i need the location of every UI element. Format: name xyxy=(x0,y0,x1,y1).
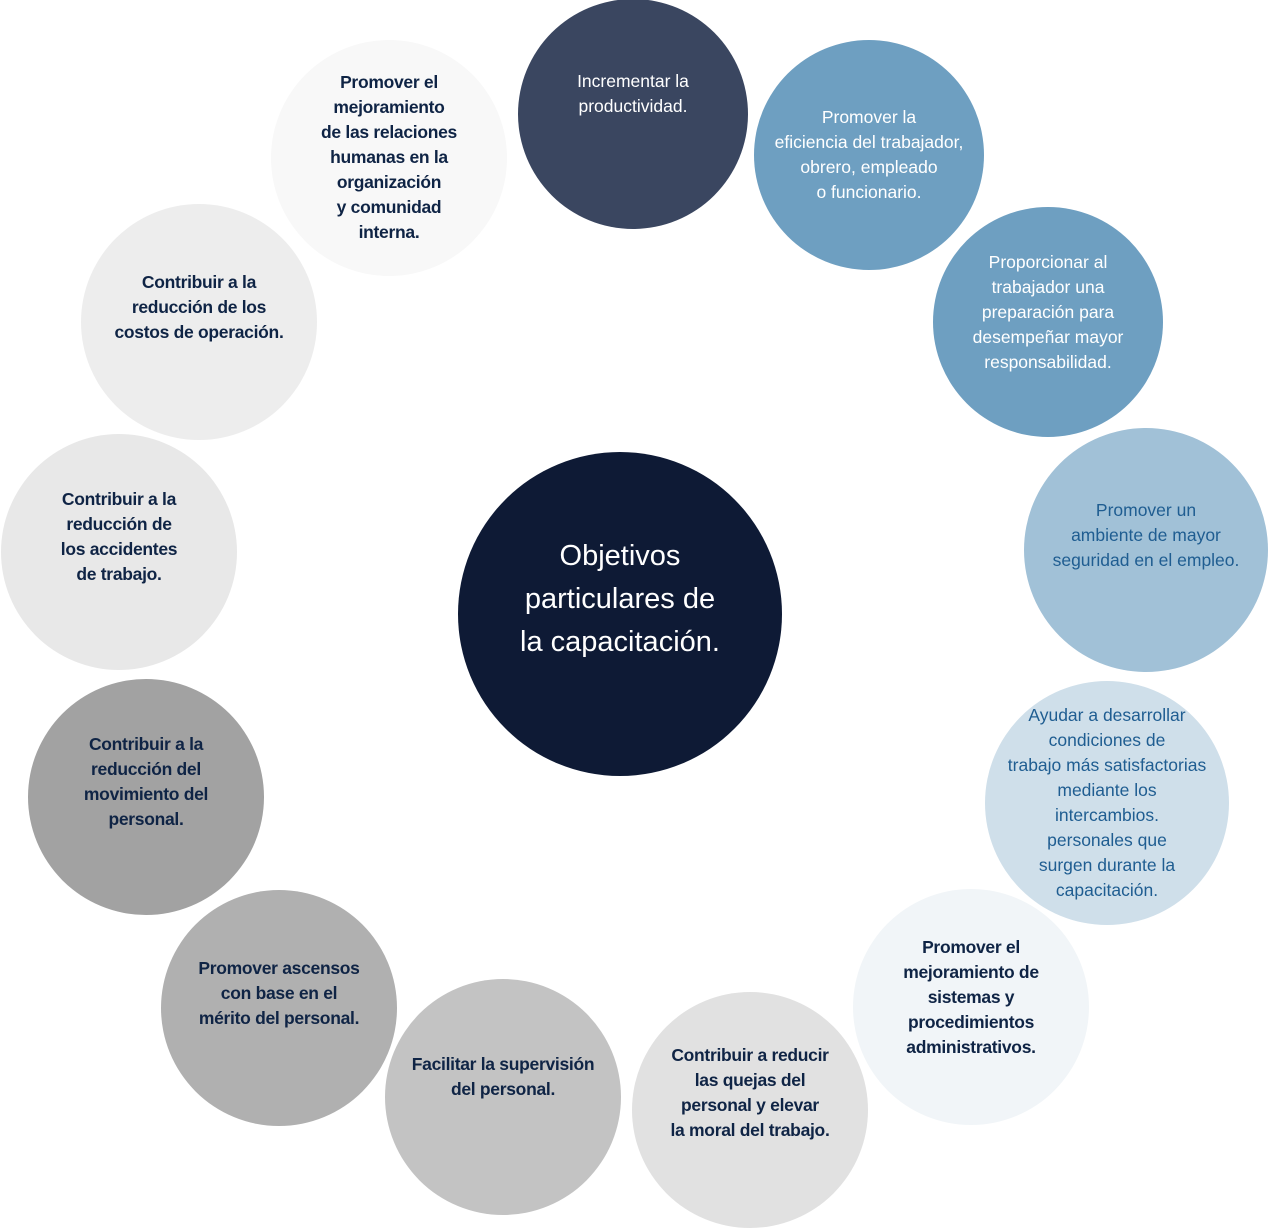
objective-node-reduce-accidents: Contribuir a la reducción de los acciden… xyxy=(1,434,237,670)
node-label: Contribuir a la reducción de los costos … xyxy=(114,271,284,342)
center-label: Objetivos particulares de la capacitació… xyxy=(520,539,720,658)
objective-node-promotions: Promover ascensos con base en el mérito … xyxy=(161,890,397,1126)
node-label: Ayudar a desarrollar condiciones de trab… xyxy=(1007,705,1207,900)
center-node-objectives: Objetivos particulares de la capacitació… xyxy=(458,452,782,776)
node-label: Promover el mejoramiento de las relacion… xyxy=(321,72,457,242)
node-label: Promover el mejoramiento de sistemas y p… xyxy=(903,936,1039,1057)
node-label: Contribuir a la reducción de los acciden… xyxy=(60,489,178,584)
objective-node-worker-efficiency: Promover la eficiencia del trabajador, o… xyxy=(754,40,984,270)
node-label: Promover ascensos con base en el mérito … xyxy=(198,957,360,1028)
node-label: Incrementar la productividad. xyxy=(577,71,689,116)
node-label: Contribuir a la reducción del movimiento… xyxy=(83,734,209,829)
objective-node-job-security: Promover un ambiente de mayor seguridad … xyxy=(1024,428,1268,672)
node-label: Promover la eficiencia del trabajador, o… xyxy=(774,107,964,202)
objective-node-working-conditions: Ayudar a desarrollar condiciones de trab… xyxy=(985,681,1229,925)
node-label: Promover un ambiente de mayor seguridad … xyxy=(1052,499,1240,570)
node-label: Facilitar la supervisión del personal. xyxy=(411,1054,595,1099)
objective-node-admin-systems: Promover el mejoramiento de sistemas y p… xyxy=(853,889,1089,1125)
objective-node-reduce-complaints: Contribuir a reducir las quejas del pers… xyxy=(632,992,868,1228)
objective-node-human-relations: Promover el mejoramiento de las relacion… xyxy=(271,40,507,276)
objective-node-facilitate-supervision: Facilitar la supervisión del personal. xyxy=(385,979,621,1215)
objective-node-increase-productivity: Incrementar la productividad. xyxy=(518,0,748,229)
objective-node-reduce-turnover: Contribuir a la reducción del movimiento… xyxy=(28,679,264,915)
objective-node-reduce-costs: Contribuir a la reducción de los costos … xyxy=(81,204,317,440)
objective-node-prepare-responsibility: Proporcionar al trabajador una preparaci… xyxy=(933,207,1163,437)
node-label: Proporcionar al trabajador una preparaci… xyxy=(972,251,1124,372)
node-label: Contribuir a reducir las quejas del pers… xyxy=(670,1044,830,1140)
